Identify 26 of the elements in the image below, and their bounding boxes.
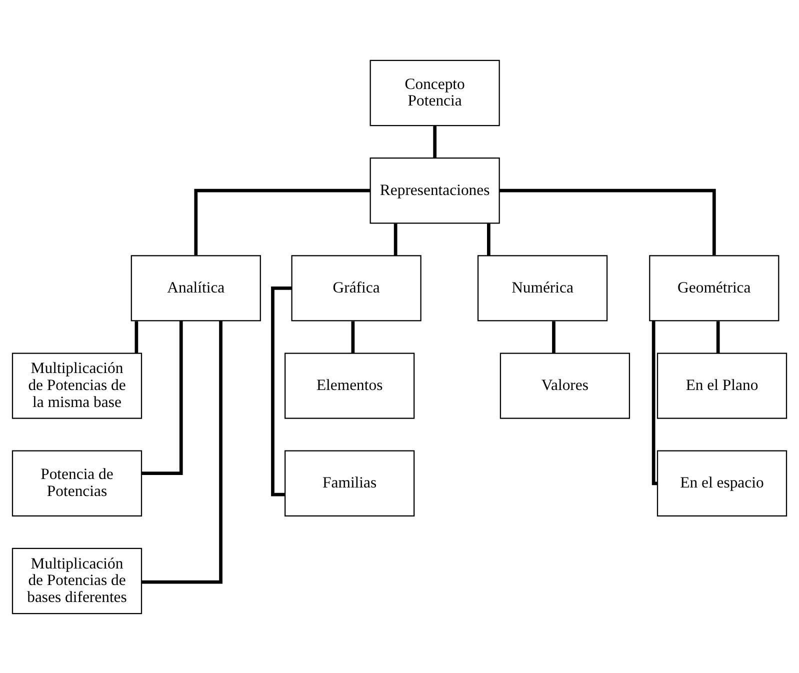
node-box: Representaciones <box>370 157 500 224</box>
connector <box>500 188 716 255</box>
node-box: En el espacio <box>656 450 788 516</box>
connector <box>716 320 720 353</box>
connector <box>142 320 222 584</box>
node-box: Potencia de Potencias <box>12 450 142 516</box>
node-box: Multiplicación de Potencias de bases diferentes <box>12 547 142 614</box>
connector <box>652 320 658 485</box>
node-box: Elementos <box>284 352 415 418</box>
connector <box>394 223 398 256</box>
connector <box>142 320 183 474</box>
node-box: Gráfica <box>291 254 422 321</box>
node-box: Analítica <box>130 254 261 321</box>
node-box: Geométrica <box>649 254 780 321</box>
connector <box>433 126 437 158</box>
node-box: Multiplicación de Potencias de la misma base <box>12 352 142 418</box>
node-box: En el Plano <box>656 352 788 418</box>
connector <box>487 223 490 256</box>
node-box: Familias <box>284 450 415 516</box>
node-box: Numérica <box>477 254 608 321</box>
connector <box>194 188 370 255</box>
connector <box>134 320 138 353</box>
connector <box>552 320 556 353</box>
connector <box>351 320 355 353</box>
node-box: Concepto Potencia <box>370 59 500 126</box>
node-box: Valores <box>500 352 630 418</box>
